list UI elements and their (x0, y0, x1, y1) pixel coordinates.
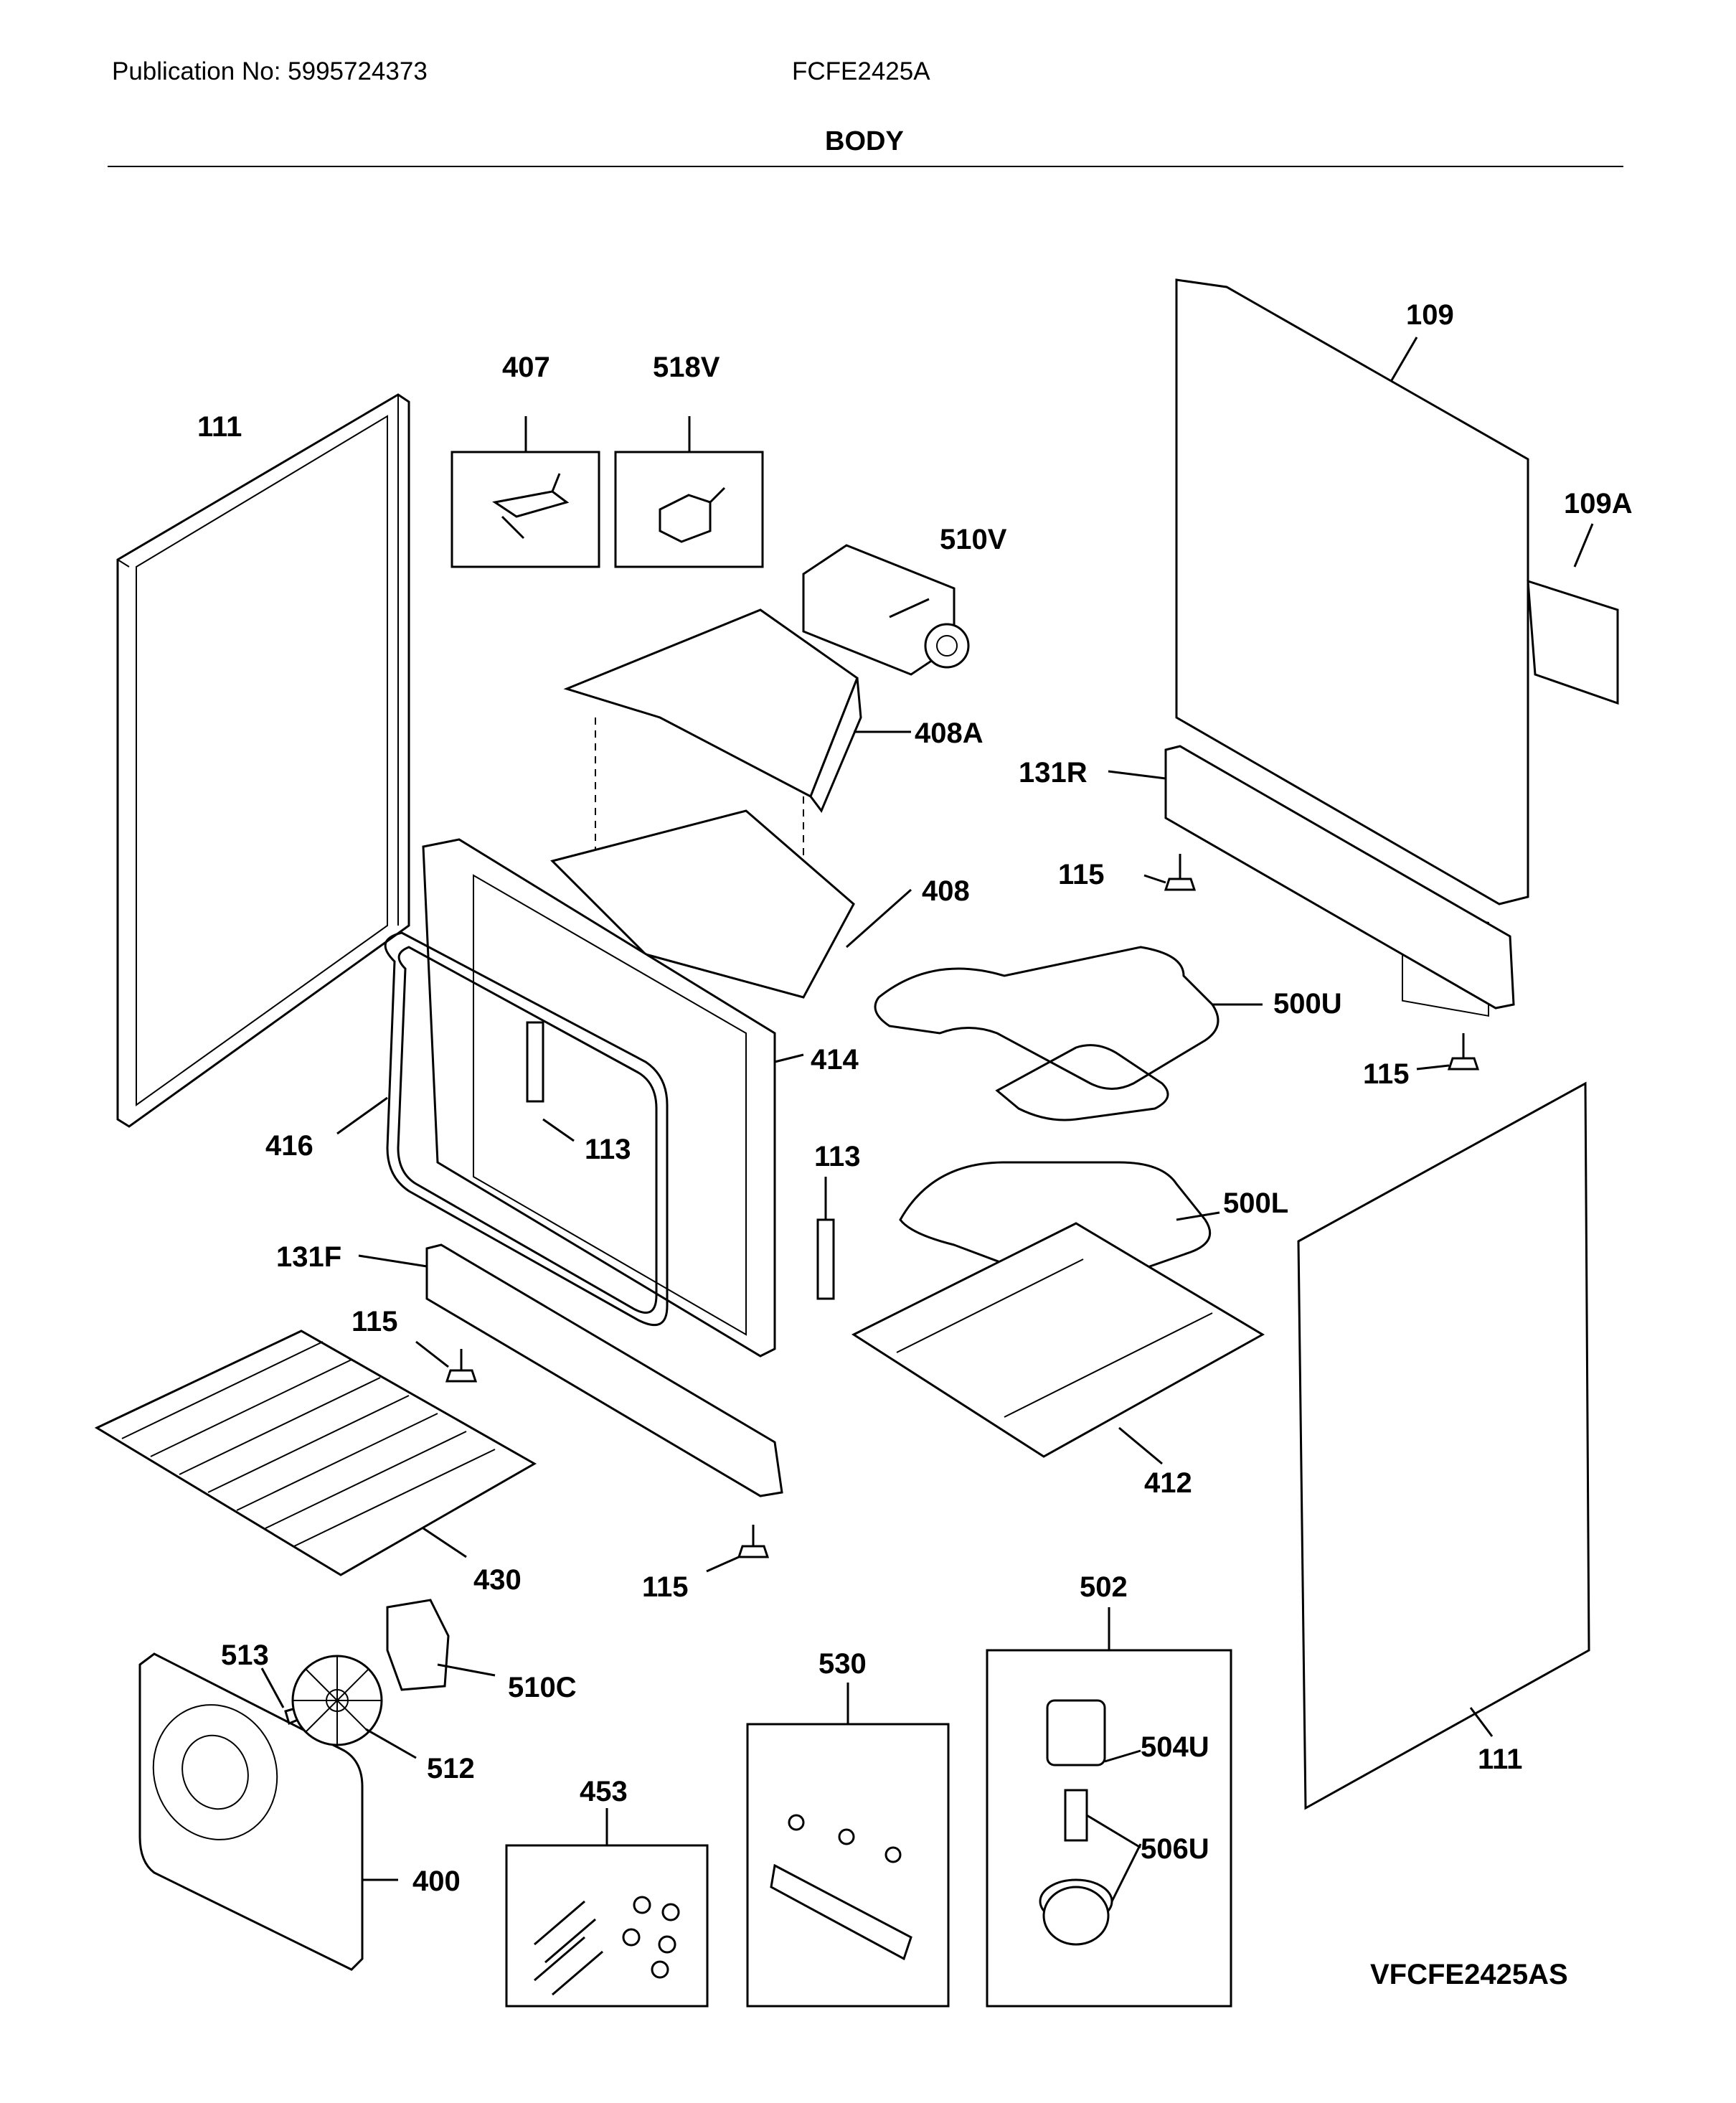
callout-500l: 500L (1223, 1187, 1288, 1219)
callout-518v: 518V (653, 352, 720, 383)
callout-500u: 500U (1273, 988, 1342, 1020)
callout-113-a: 113 (585, 1134, 631, 1165)
part-407-box (450, 416, 600, 568)
diagram-code: VFCFE2425AS (1370, 1959, 1568, 1990)
part-502-box (986, 1607, 1232, 2008)
callout-111-left: 111 (197, 411, 242, 443)
part-530-box (746, 1683, 950, 2008)
part-111-right-side-panel (1297, 1081, 1590, 1810)
callout-412: 412 (1144, 1467, 1192, 1499)
callout-408: 408 (922, 875, 970, 907)
callout-430: 430 (473, 1564, 522, 1596)
part-115-foot-d (706, 1525, 770, 1573)
callout-502: 502 (1080, 1571, 1128, 1603)
part-131r-rear-support (1108, 745, 1515, 1010)
callout-453: 453 (580, 1776, 628, 1807)
callout-407: 407 (502, 352, 550, 383)
part-111-left-side-panel (116, 393, 410, 1128)
part-115-foot-a (1143, 854, 1197, 891)
model-number: FCFE2425A (792, 57, 930, 85)
part-412-bottom-panel (851, 1222, 1265, 1465)
part-512-fan-blade (291, 1655, 417, 1759)
callout-530: 530 (819, 1648, 867, 1680)
callout-109a: 109A (1564, 488, 1633, 519)
callout-513: 513 (221, 1639, 269, 1671)
callout-414: 414 (811, 1044, 859, 1076)
publication-number: Publication No: 5995724373 (112, 57, 428, 85)
part-109a-cover (1527, 523, 1619, 705)
part-500l-bake-element (899, 1161, 1220, 1284)
part-115-foot-b (1416, 1033, 1480, 1071)
part-414-oven-frame (422, 838, 804, 1358)
section-title: BODY (825, 126, 904, 156)
callout-115-a: 115 (1058, 859, 1105, 890)
part-115-foot-c (415, 1340, 478, 1383)
part-131f-front-support (358, 1243, 783, 1497)
part-113-hinge-right (816, 1177, 835, 1300)
callout-131r: 131R (1019, 757, 1088, 789)
part-510c-motor (386, 1599, 496, 1691)
callout-510v: 510V (940, 524, 1007, 555)
part-453-box (505, 1808, 709, 2008)
callout-408a: 408A (915, 718, 983, 749)
callout-416: 416 (265, 1130, 313, 1162)
header-rule (108, 166, 1623, 167)
part-430-oven-rack (94, 1330, 537, 1576)
callout-506u: 506U (1141, 1833, 1209, 1865)
callout-115-b: 115 (1363, 1058, 1410, 1090)
callout-115-d: 115 (642, 1571, 689, 1603)
part-518v-box (614, 416, 764, 568)
part-510v-element (802, 544, 970, 676)
part-500u-broil-element (874, 946, 1263, 1121)
callout-131f: 131F (276, 1241, 341, 1273)
callout-400: 400 (412, 1866, 461, 1897)
part-408-baffle (550, 809, 912, 999)
part-109-rear-panel (1175, 278, 1529, 1017)
callout-512: 512 (427, 1753, 475, 1784)
callout-109: 109 (1406, 299, 1454, 331)
callout-510c: 510C (508, 1672, 577, 1703)
part-408a-baffle (563, 608, 911, 918)
part-416-gasket (336, 931, 669, 1327)
callout-115-c: 115 (352, 1306, 398, 1337)
callout-504u: 504U (1141, 1731, 1209, 1763)
part-113-hinge-left (526, 1021, 575, 1142)
callout-111-right: 111 (1478, 1744, 1522, 1775)
callout-113-b: 113 (814, 1141, 861, 1172)
